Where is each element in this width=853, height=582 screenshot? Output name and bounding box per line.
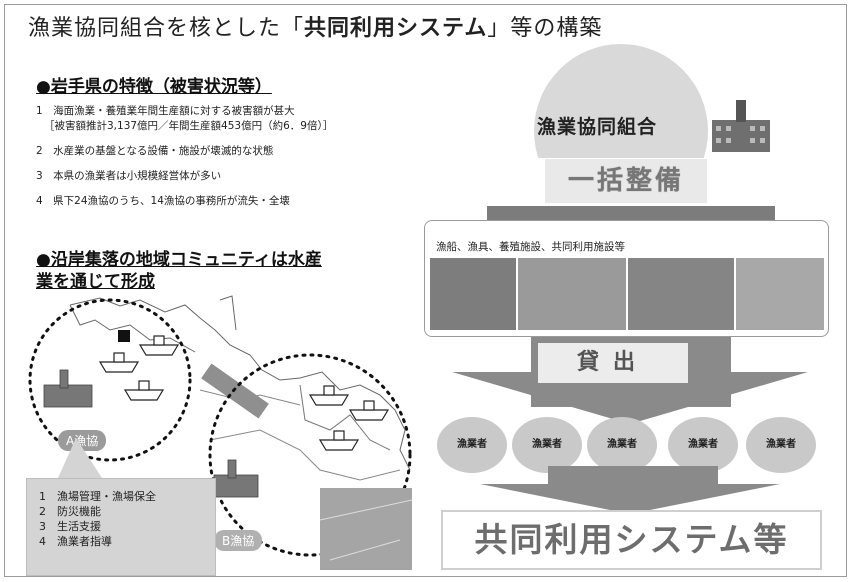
lend-box: 貸出 <box>538 343 688 383</box>
section2-heading-line1: ●沿岸集落の地域コミュニティは水産 <box>36 250 322 270</box>
photo-boat <box>430 258 516 330</box>
bulk-development-box: 一括整備 <box>545 159 707 203</box>
equipment-label: 漁船、漁具、養殖施設、共同利用施設等 <box>436 241 625 253</box>
fisher-bubble: 漁業者 <box>668 417 738 473</box>
function-item: 2 防災機能 <box>39 505 101 518</box>
damage-item: 2 水産業の基盤となる設備・施設が壊滅的な状態 <box>36 145 274 157</box>
coop-building-icon <box>712 100 770 152</box>
title-highlight: 共同利用システム <box>304 16 488 41</box>
damage-item: 4 県下24漁協のうち、14漁協の事務所が流失・全壊 <box>36 195 290 207</box>
shared-system-box: 共同利用システム等 <box>441 510 822 570</box>
damage-item: 1 海面漁業・養殖業年間生産額に対する被害額が甚大 <box>36 105 295 117</box>
function-item: 4 漁業者指導 <box>39 535 112 548</box>
figure-frame <box>4 4 847 577</box>
fisher-bubble: 漁業者 <box>746 417 816 473</box>
photo-workers <box>628 258 734 330</box>
result-arrow-head <box>480 484 780 514</box>
fisher-bubble: 漁業者 <box>512 417 582 473</box>
section1-heading: ●岩手県の特徴（被害状況等） <box>36 77 272 97</box>
damage-item: 3 本県の漁業者は小規模経営体が多い <box>36 170 222 182</box>
callout-pointer <box>58 438 102 478</box>
photo-harbor <box>518 258 626 330</box>
coop-title: 漁業協同組合 <box>537 116 658 138</box>
fisher-bubble: 漁業者 <box>437 417 507 473</box>
fisher-bubble: 漁業者 <box>587 417 657 473</box>
photo-facility <box>736 258 824 330</box>
section2-heading-line2: 業を通じて形成 <box>36 272 155 292</box>
connector-bar <box>487 206 775 222</box>
coop-b-label: B漁協 <box>214 530 263 551</box>
coop-functions-list: 1 漁場管理・漁場保全 2 防災機能 3 生活支援 4 漁業者指導 <box>26 478 216 576</box>
damage-item-note: ［被害額推計3,137億円／年間生産額453億円（約6．9倍）］ <box>44 120 334 132</box>
function-item: 1 漁場管理・漁場保全 <box>39 490 156 503</box>
function-item: 3 生活支援 <box>39 520 101 533</box>
coastal-map-illustration <box>28 295 413 570</box>
figure-title: 漁業協同組合を核とした「共同利用システム」等の構築 <box>28 16 603 41</box>
damage-list: 1 海面漁業・養殖業年間生産額に対する被害額が甚大 ［被害額推計3,137億円／… <box>36 104 333 209</box>
